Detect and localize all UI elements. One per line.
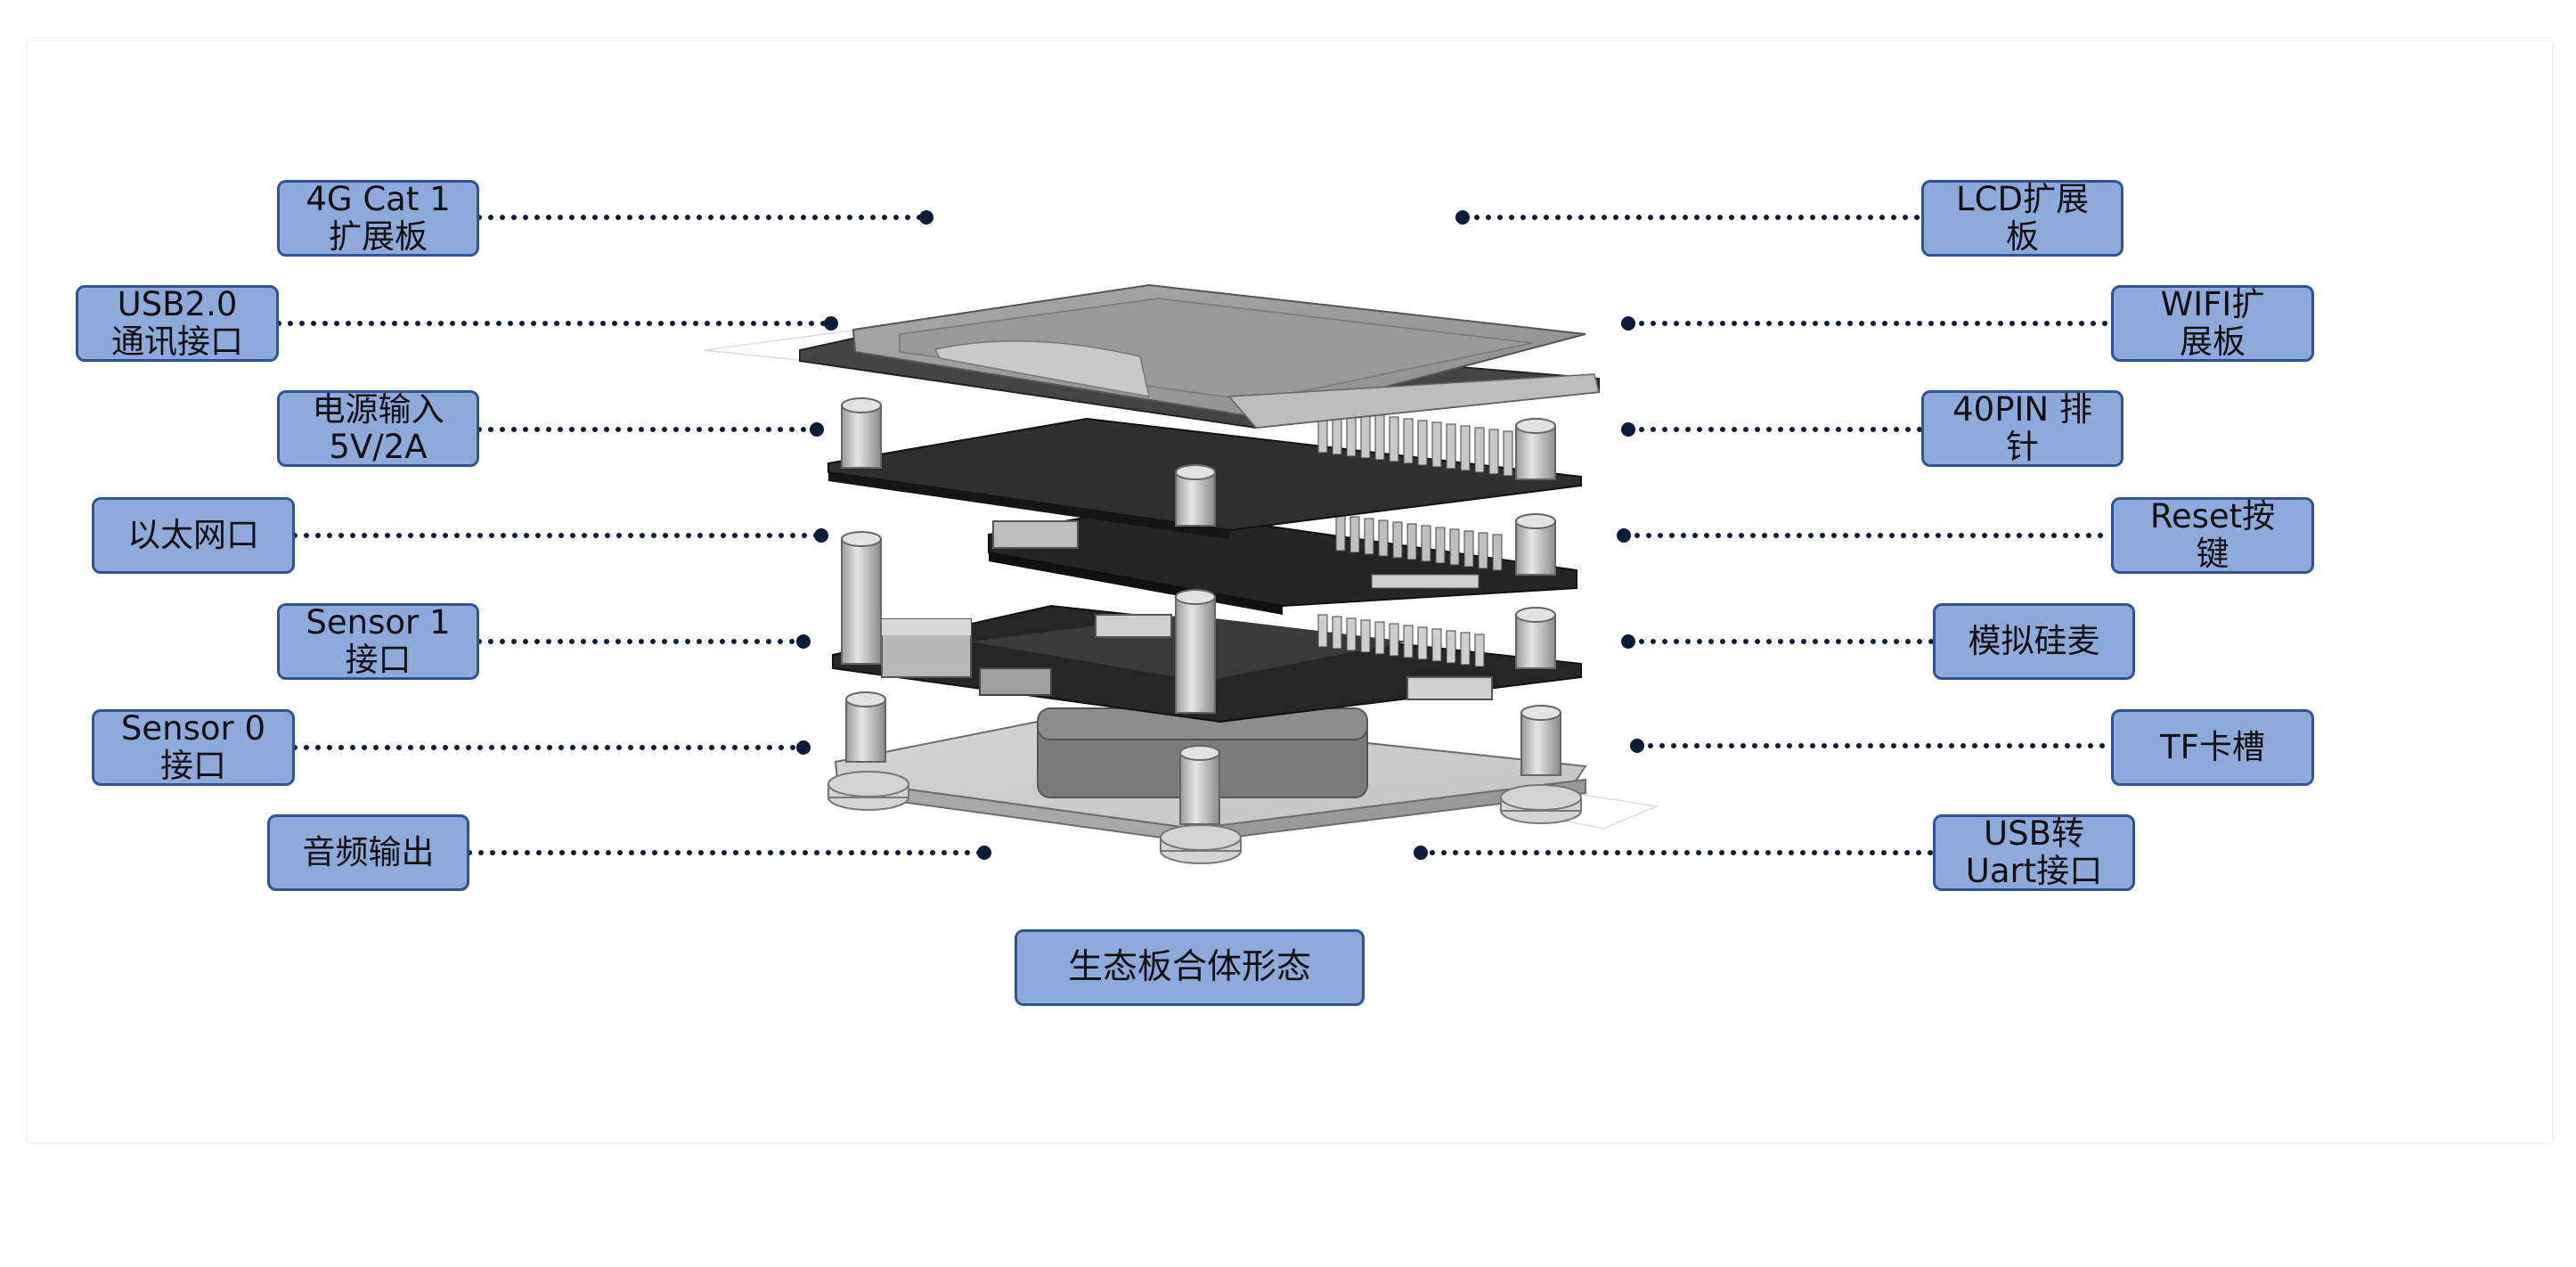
base-feet <box>827 771 1582 864</box>
label-sensor0-port: Sensor 0 接口 <box>92 709 295 786</box>
leader-lines <box>276 215 2114 855</box>
label-sensor1-port: Sensor 1 接口 <box>277 603 479 680</box>
label-usb20-port: USB2.0 通讯接口 <box>76 285 279 362</box>
label-analog-mic: 模拟硅麦 <box>1933 603 2135 680</box>
label-40pin-header: 40PIN 排 针 <box>1921 390 2124 467</box>
label-ethernet-port: 以太网口 <box>92 497 295 574</box>
diagram-frame <box>27 37 2553 1144</box>
label-wifi-board: WIFI扩 展板 <box>2111 285 2314 362</box>
standoffs <box>841 397 1561 825</box>
diagram-caption: 生态板合体形态 <box>1015 929 1365 1006</box>
label-usb-uart-port: USB转 Uart接口 <box>1933 814 2135 891</box>
label-audio-output: 音频输出 <box>267 814 469 891</box>
label-power-input: 电源输入 5V/2A <box>277 390 479 467</box>
label-tf-card-slot: TF卡槽 <box>2111 709 2314 786</box>
lcd-board <box>799 283 1600 429</box>
label-4g-cat1-board: 4G Cat 1 扩展板 <box>277 180 479 257</box>
label-lcd-board: LCD扩展 板 <box>1921 180 2124 257</box>
leader-dots <box>796 210 1644 860</box>
wifi-board <box>988 506 1577 615</box>
label-reset-button: Reset按 键 <box>2111 497 2314 574</box>
